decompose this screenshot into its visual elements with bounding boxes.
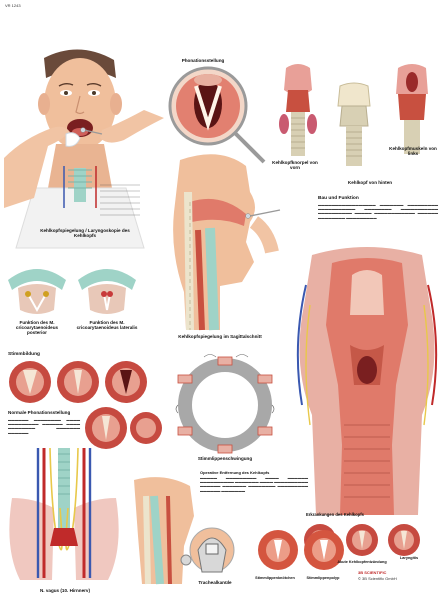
tracheostomy-tube <box>189 527 235 573</box>
glottis-top-caption: Phonationsstellung <box>181 58 225 63</box>
laryngectomy-section <box>134 477 194 585</box>
poster-ref: VR 1243 <box>5 3 21 8</box>
exam-label-lines <box>100 184 140 216</box>
function-heading: Bau und Funktion <box>318 196 359 201</box>
tube-caption: Trachealkanüle <box>198 580 232 585</box>
larynx-side-view <box>337 82 371 166</box>
larynx-skeleton-caption: Kehlkopf von hinten <box>347 180 393 185</box>
sagittal-head-section <box>173 154 281 331</box>
disease-heading: Erkrankungen des Kehlkopfs <box>306 512 364 517</box>
vibration-cycle <box>175 354 275 454</box>
opened-larynx-posterior <box>296 247 438 515</box>
arytenoid-posterior-caption: Funktion des M. cricoarytaenoideus poste… <box>15 320 59 335</box>
phonation-circles <box>9 361 147 403</box>
disease-1-caption: Stimmlippenknötchen <box>255 576 295 580</box>
function-text: ▬▬▬▬▬▬▬▬▬▬▬▬▬▬▬▬▬ ▬▬▬▬▬▬▬ ▬▬▬▬▬▬▬▬▬ ▬▬▬▬… <box>318 203 438 220</box>
publisher-logo: 3B SCIENTIFIC <box>358 570 387 575</box>
normal-phonation-caption: Normale Phonationsstellung <box>8 410 71 415</box>
surgery-heading: Operative Entfernung des Kehlkopfs <box>200 470 270 475</box>
larynx-front-view <box>279 64 317 156</box>
mirror-exam-caption: Kehlkopfspiegelung / Laryngoskopie des K… <box>40 228 130 238</box>
arytenoid-lateral-caption: Funktion des M. cricoarytaenoideus later… <box>76 320 138 330</box>
glottis-mirror-view <box>168 66 266 164</box>
arytenoid-lateral-diagram <box>78 269 136 314</box>
mirror-exam-illustration <box>4 49 164 249</box>
phonation-row-heading: Stimmbildung <box>8 352 40 357</box>
disease-3-caption: Laryngitis <box>399 556 419 560</box>
phonation-text: ▬▬▬▬▬▬ ▬▬▬▬▬▬▬▬ ▬▬▬▬ ▬▬▬▬▬▬▬▬▬ ▬▬▬▬▬▬ ▬▬… <box>8 418 80 435</box>
surgery-text: ▬▬▬▬▬ ▬▬▬▬▬▬▬▬▬ ▬▬▬▬ ▬▬▬▬▬▬ ▬▬▬▬▬▬▬▬▬▬ ▬… <box>200 476 308 493</box>
arytenoid-posterior-diagram <box>8 269 66 314</box>
publisher: © 3B Scientific GmbH <box>358 576 397 581</box>
vagus-caption: N. vagus (10. Hirnnerv) <box>39 588 91 593</box>
sagittal-caption: Kehlkopfspiegelung im Sagittalschnitt <box>178 334 262 339</box>
cycle-caption: Stimmlippenschwingung <box>197 456 253 461</box>
larynx-back-view <box>396 64 428 154</box>
phonation-pair-right <box>85 407 162 449</box>
larynx-back-caption: Kehlkopfmuskeln von links <box>389 146 437 156</box>
disease-circles-bottom <box>258 530 344 570</box>
disease-4-caption: Akute Kehlkopfentzündung <box>337 560 387 564</box>
larynx-front-caption: Kehlkopfknorpel von vorn <box>272 160 318 170</box>
disease-2-caption: Stimmlippenpolyp <box>306 576 340 580</box>
vagus-nerve-lungs <box>9 447 119 580</box>
